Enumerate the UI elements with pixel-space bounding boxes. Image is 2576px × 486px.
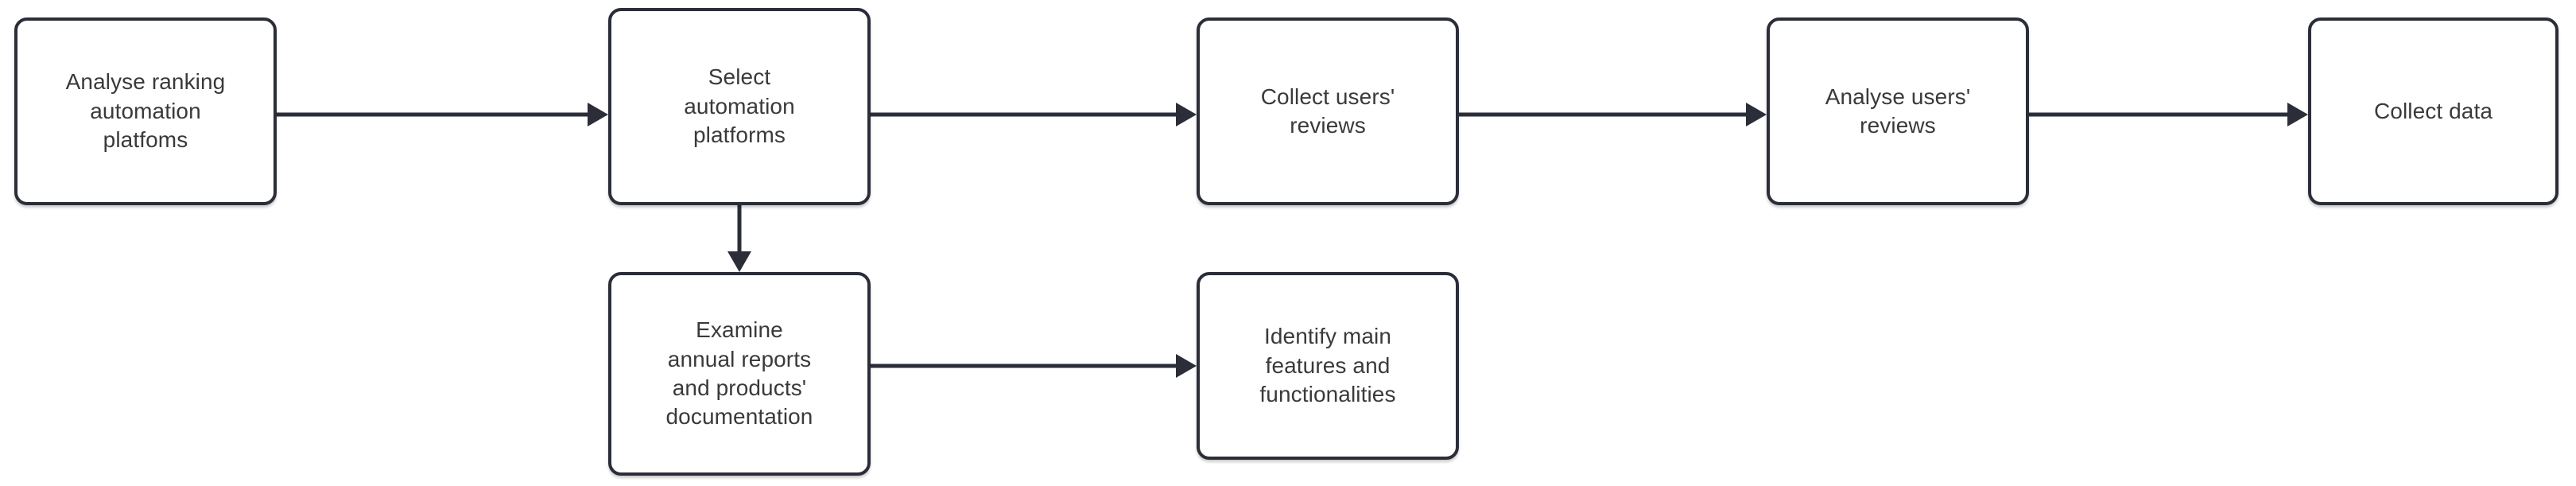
node-identify-main-features[interactable]: Identify main features and functionaliti… (1197, 272, 1459, 460)
arrow-head (1176, 103, 1197, 126)
arrow-edge-select-to-examine (727, 205, 751, 272)
node-select-automation-platforms[interactable]: Select automation platforms (608, 8, 871, 205)
arrow-head (588, 103, 608, 126)
node-collect-users-reviews[interactable]: Collect users' reviews (1197, 17, 1459, 205)
arrow-edge-analyse-reviews-to-collect-data (2029, 103, 2308, 126)
arrow-edge-collect-reviews-to-analyse-reviews (1459, 103, 1767, 126)
arrow-edge-analyse-ranking-to-select (277, 103, 608, 126)
arrow-edge-select-to-collect-reviews (871, 103, 1197, 126)
arrow-head (727, 251, 751, 272)
arrow-head (1176, 354, 1197, 378)
arrow-edge-examine-to-identify (871, 354, 1197, 378)
node-analyse-users-reviews[interactable]: Analyse users' reviews (1767, 17, 2029, 205)
arrow-head (2287, 103, 2308, 126)
node-examine-annual-reports[interactable]: Examine annual reports and products' doc… (608, 272, 871, 476)
arrow-head (1746, 103, 1767, 126)
node-analyse-ranking-automation-platforms[interactable]: Analyse ranking automation platfoms (14, 17, 277, 205)
node-collect-data[interactable]: Collect data (2308, 17, 2559, 205)
